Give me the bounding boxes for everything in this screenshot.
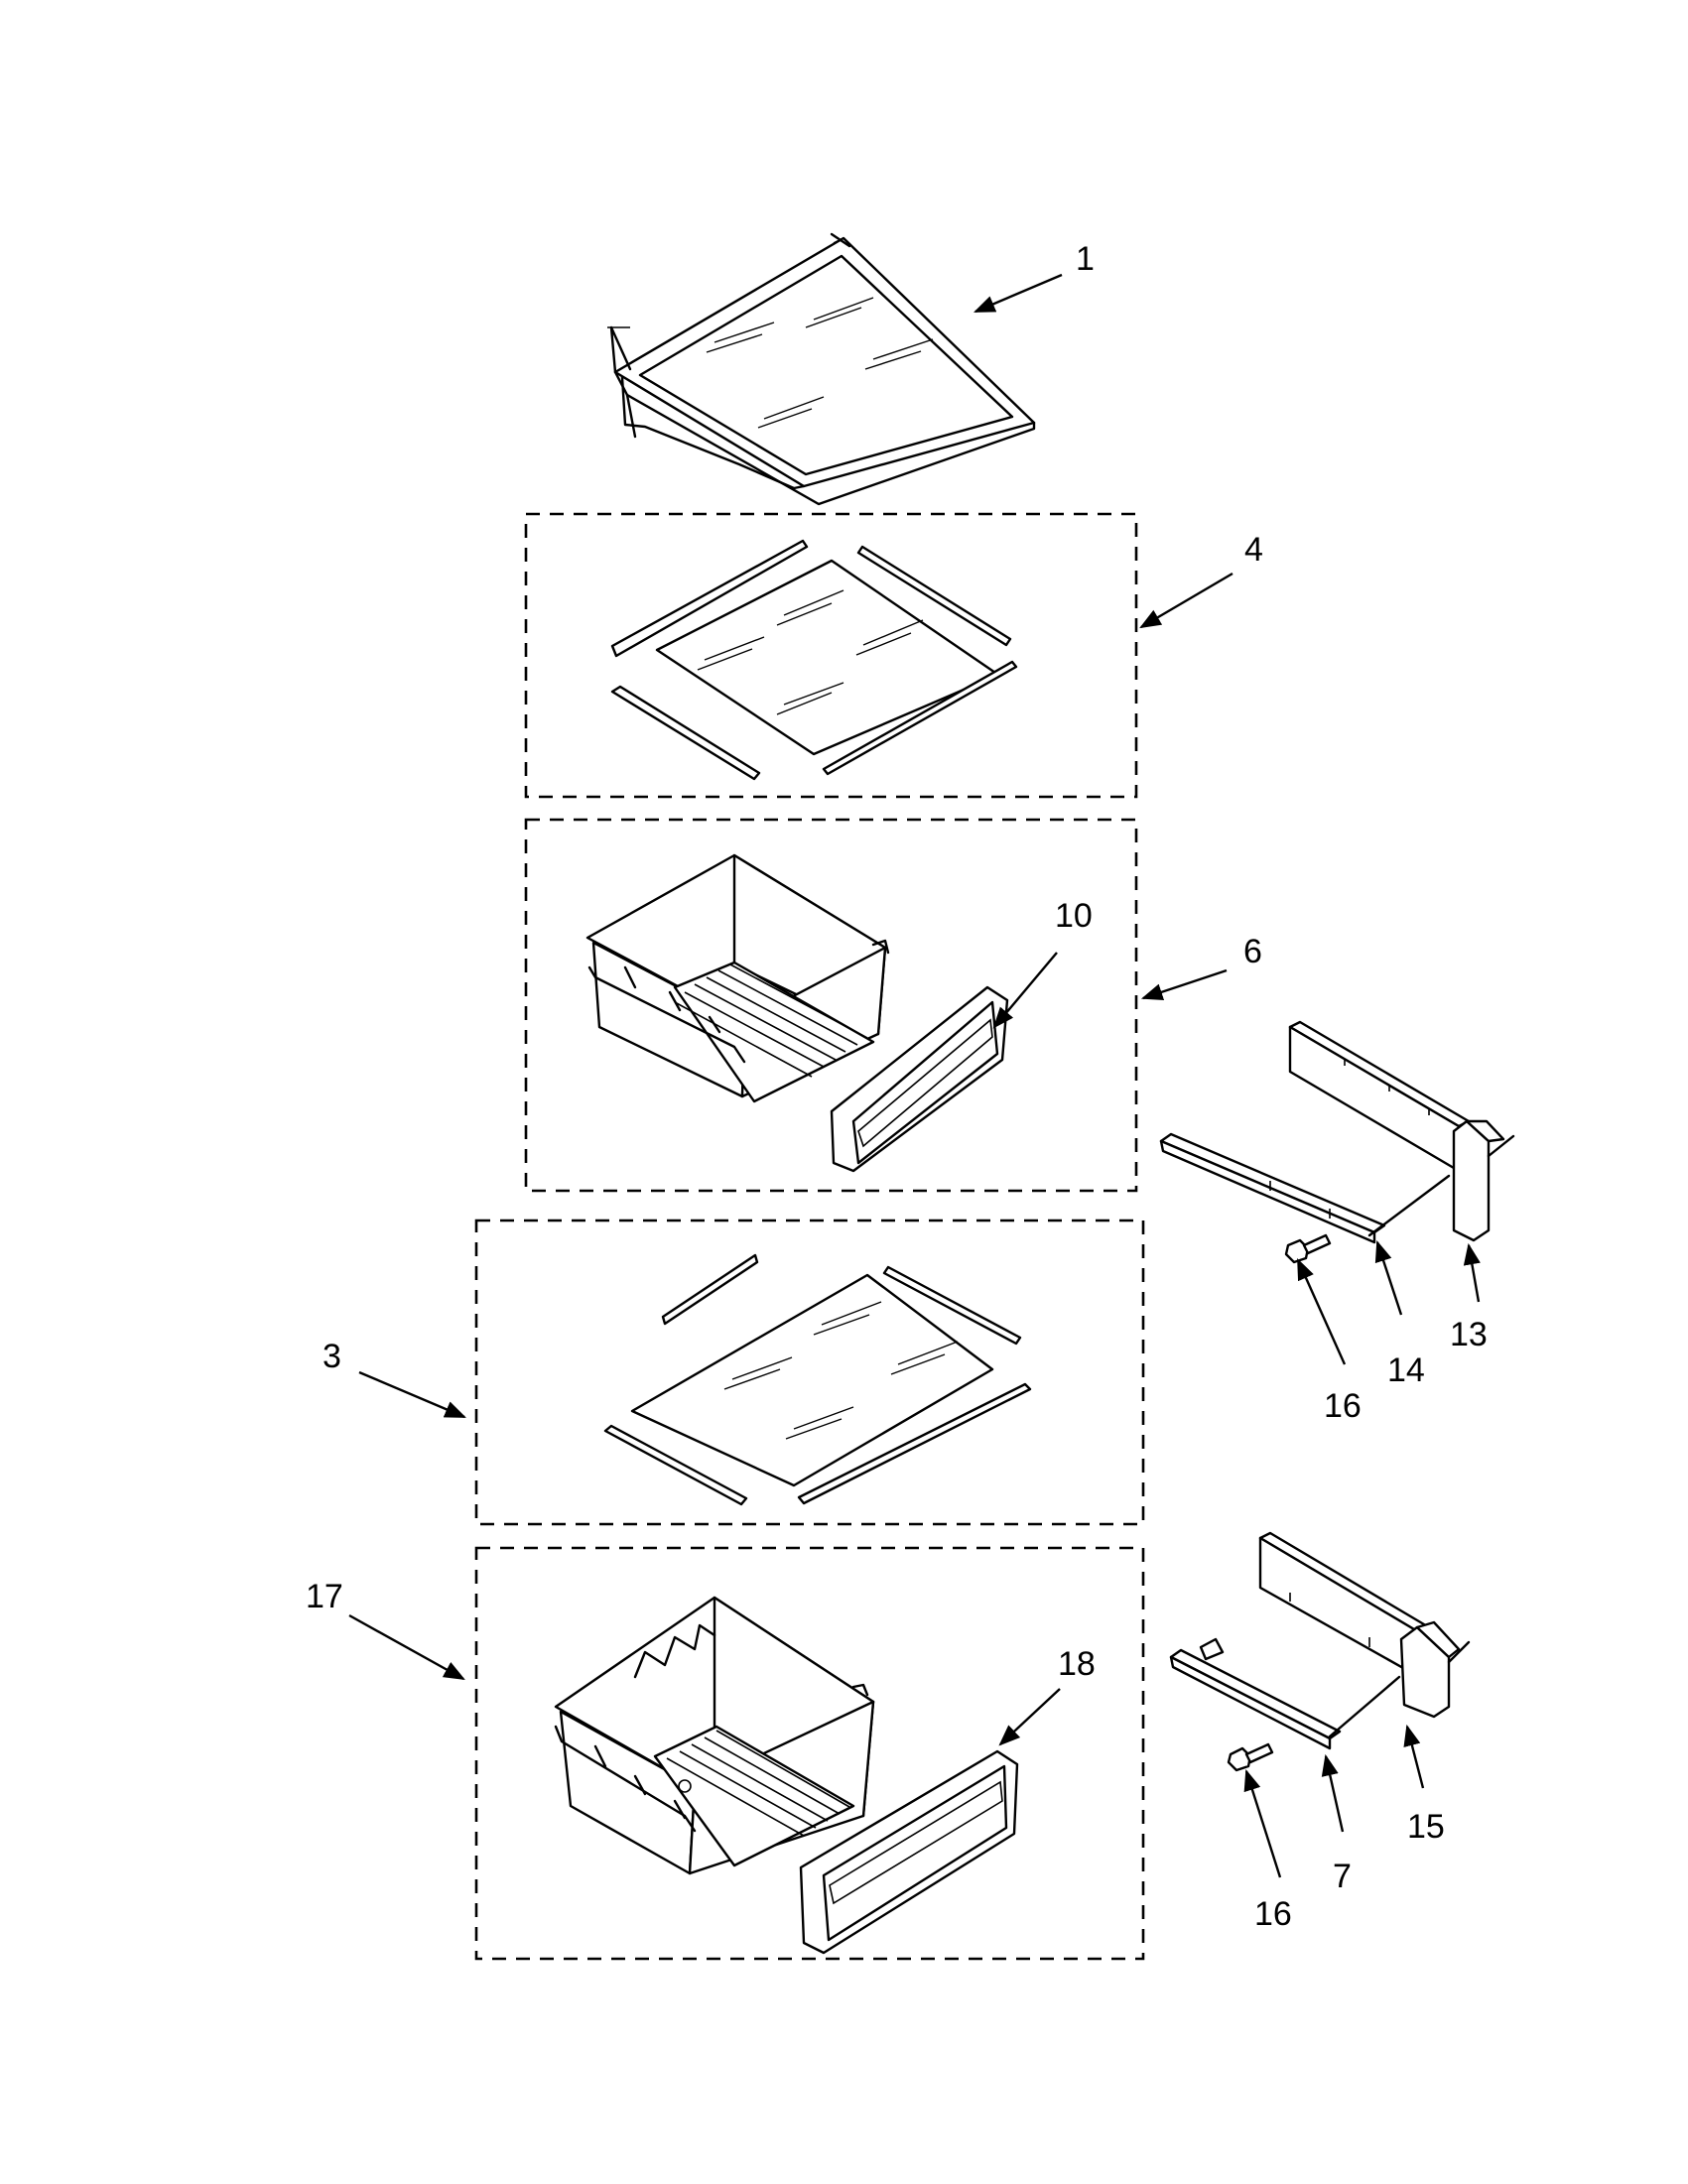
callout-14: 14: [1387, 1351, 1425, 1389]
callout-18: 18: [1058, 1645, 1096, 1683]
callout-17: 17: [306, 1578, 343, 1615]
crisper-slide-bracket: [1288, 1020, 1515, 1242]
pan-ribs: [674, 964, 868, 1078]
deli-drawer-front: [799, 1749, 1019, 1955]
callout-16-lower: 16: [1254, 1895, 1292, 1933]
leader-lines: [348, 273, 1481, 1878]
callout-16-upper: 16: [1324, 1387, 1362, 1425]
callout-13: 13: [1450, 1316, 1488, 1353]
crisper-pan-assembly: [585, 853, 890, 1103]
shelf-glass-and-trim-kit: [610, 539, 1018, 781]
kit-box-4: [524, 512, 1138, 799]
callout-4: 4: [1244, 531, 1263, 569]
callout-7: 7: [1333, 1858, 1352, 1895]
deli-pan-assembly: [554, 1596, 875, 1875]
callout-6: 6: [1243, 933, 1262, 970]
glass-glint-marks: [697, 589, 924, 715]
deli-slide-bracket: [1258, 1531, 1471, 1719]
glass-glint-marks: [706, 297, 934, 429]
kit-box-17: [474, 1546, 1145, 1961]
kit-box-3: [474, 1219, 1145, 1526]
glass-glint-marks: [723, 1301, 959, 1440]
shelf-kit: [603, 1253, 1032, 1506]
callout-10: 10: [1055, 897, 1093, 935]
pan-ribs: [666, 1730, 850, 1837]
glass-shelf: [607, 232, 1036, 506]
screw: [1227, 1742, 1274, 1772]
callout-3: 3: [323, 1338, 341, 1375]
screw: [1284, 1233, 1332, 1264]
crisper-slide-rail: [1159, 1132, 1451, 1244]
callout-1: 1: [1076, 240, 1095, 278]
callout-labels: 1 4 10 6 3 13 14 16 17 18 15 7 16: [306, 240, 1488, 1933]
kit-box-6: [524, 818, 1138, 1193]
callout-15: 15: [1407, 1808, 1445, 1846]
crisper-drawer-front: [830, 985, 1009, 1173]
deli-slide-rail: [1169, 1637, 1401, 1750]
